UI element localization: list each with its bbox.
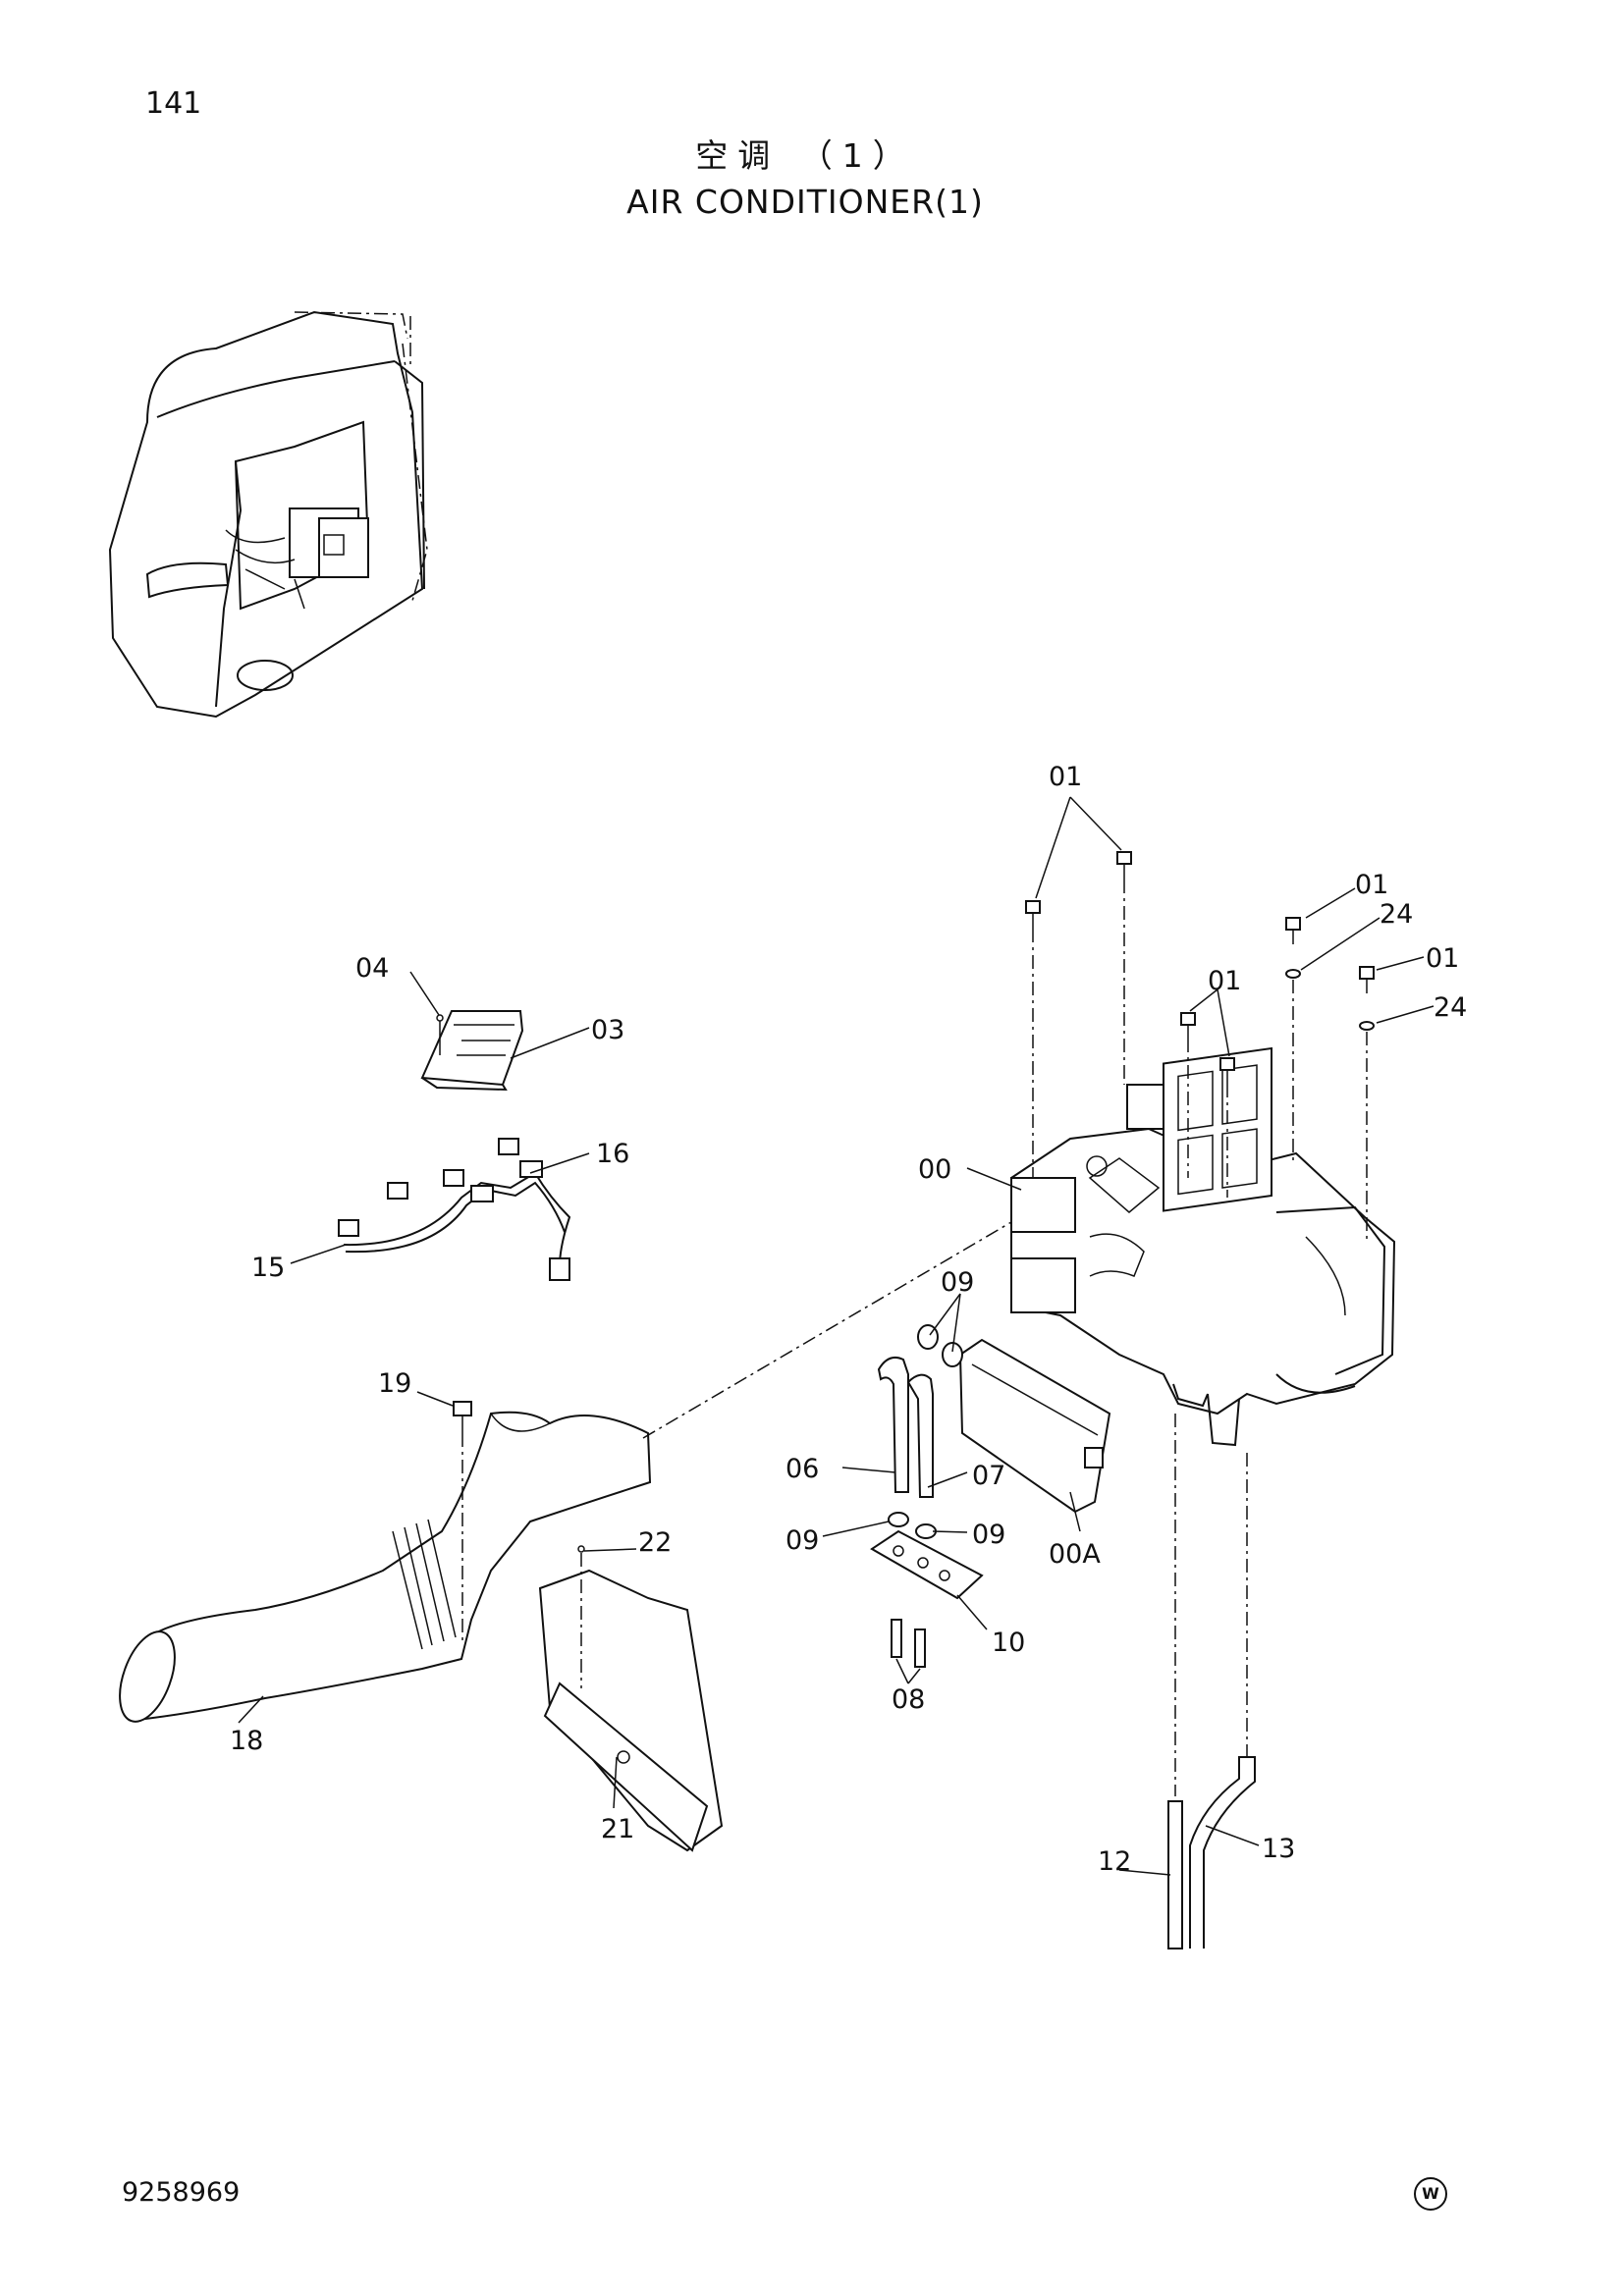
callout-00a: 00A	[1049, 1539, 1101, 1570]
callout-labels: 01 01 24 01 24 01 04 03 16 15 00 09 19 0…	[230, 762, 1467, 1877]
callout-09: 09	[941, 1267, 974, 1298]
callout-01: 01	[1426, 943, 1459, 974]
callout-22: 22	[638, 1527, 672, 1558]
callout-10: 10	[992, 1628, 1025, 1658]
callout-01: 01	[1208, 966, 1241, 996]
callout-03: 03	[591, 1015, 624, 1045]
callout-01: 01	[1049, 762, 1082, 792]
cab-overview-drawing	[108, 310, 428, 719]
callout-16: 16	[596, 1139, 629, 1169]
callout-01: 01	[1355, 870, 1388, 900]
callout-24: 24	[1380, 899, 1413, 930]
page-title-chinese: 空调 （1）	[695, 136, 915, 175]
centre-line	[642, 1221, 1012, 1439]
page-number: 141	[145, 86, 202, 121]
callout-09: 09	[785, 1525, 819, 1556]
control-unit-03-drawing	[420, 1010, 524, 1092]
callout-19: 19	[378, 1368, 411, 1399]
duct-18-drawing	[119, 1411, 652, 1723]
callout-07: 07	[972, 1461, 1005, 1491]
callout-08: 08	[892, 1684, 925, 1715]
callout-00: 00	[918, 1154, 951, 1185]
callout-06: 06	[785, 1454, 819, 1484]
manufacturer-mark: W	[1414, 2177, 1447, 2211]
callout-18: 18	[230, 1726, 263, 1756]
callout-04: 04	[355, 953, 389, 984]
air-conditioner-unit-00-drawing	[1010, 1046, 1396, 1447]
page-title-english: AIR CONDITIONER(1)	[626, 183, 984, 221]
leader-lines	[238, 796, 1435, 1876]
callout-09: 09	[972, 1520, 1005, 1550]
filter-00a-drawing	[958, 1338, 1111, 1514]
drain-hoses-drawing	[870, 1324, 984, 1668]
document-number: 9258969	[122, 2177, 241, 2208]
callout-15: 15	[251, 1253, 285, 1283]
pipes-12-13-drawing	[1167, 1414, 1256, 1949]
callout-13: 13	[1262, 1834, 1295, 1864]
callout-21: 21	[601, 1814, 634, 1844]
callout-12: 12	[1098, 1846, 1131, 1877]
cover-21-drawing	[538, 1545, 724, 1852]
bolts-01-washers-24-drawing	[1025, 851, 1375, 1242]
wire-harness-drawing	[338, 1138, 571, 1281]
screw-19-drawing	[453, 1401, 472, 1641]
callout-24: 24	[1434, 992, 1467, 1023]
